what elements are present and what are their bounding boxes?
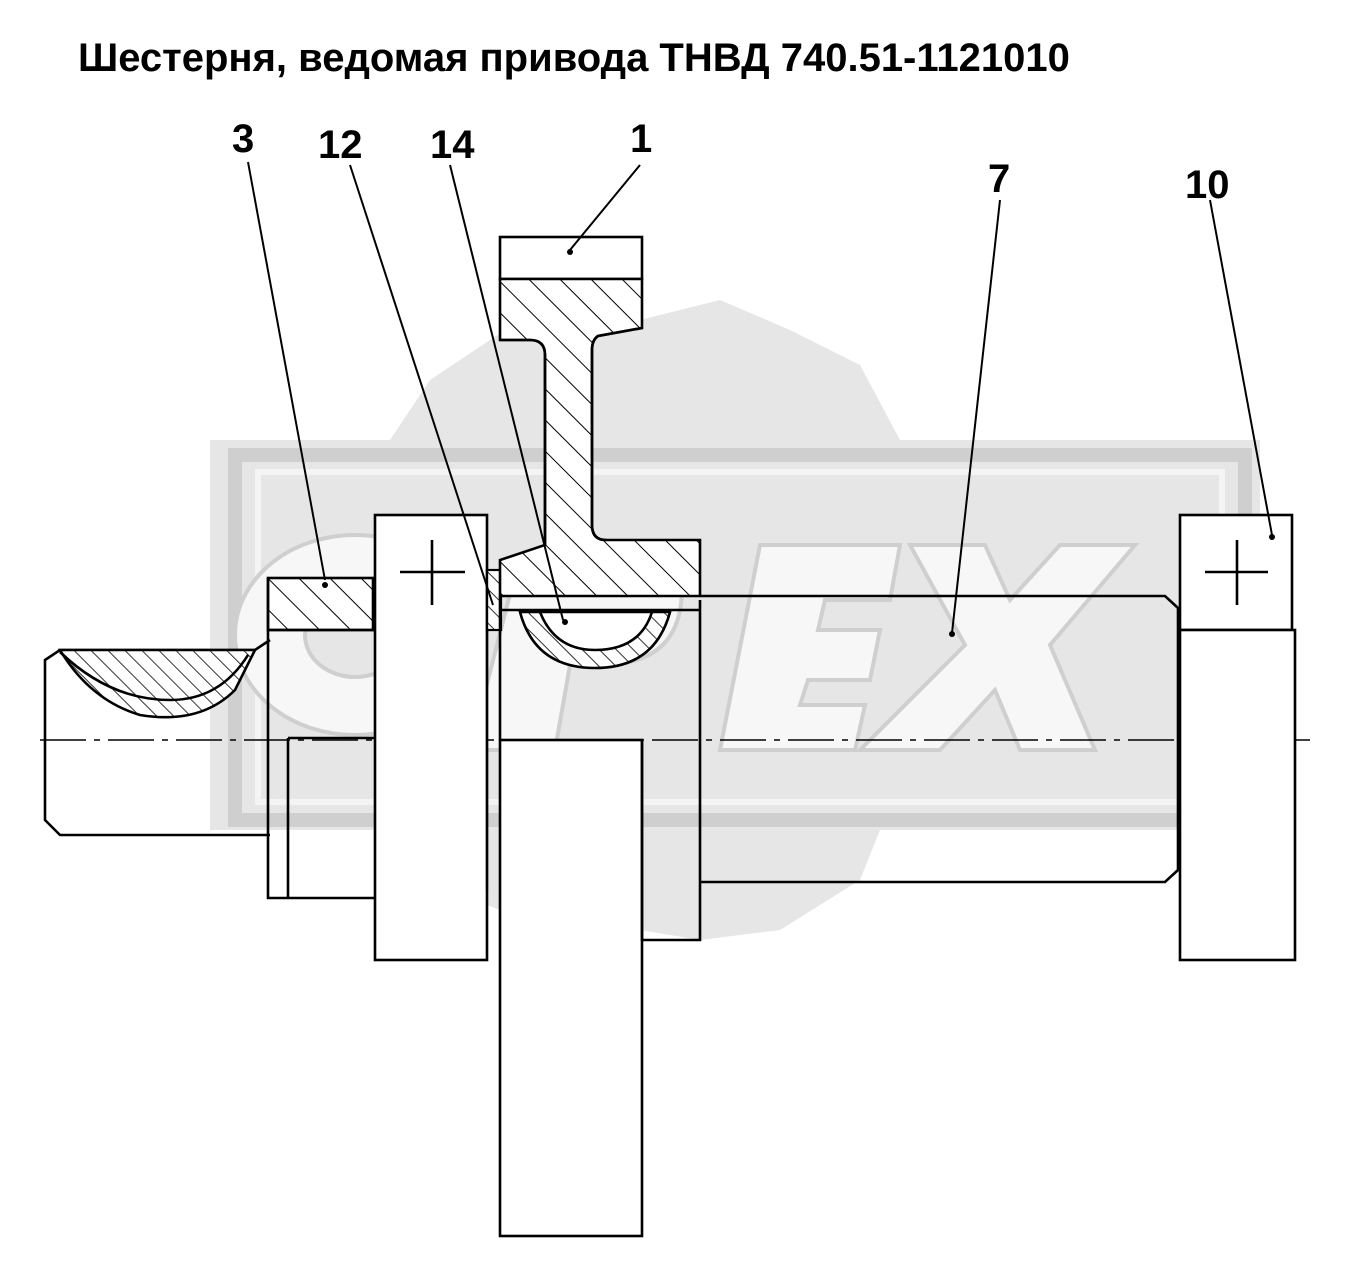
leader-10 xyxy=(1209,199,1273,536)
leader-lines xyxy=(247,161,1273,634)
callout-10: 10 xyxy=(1185,163,1230,207)
gear-rim-top xyxy=(498,235,644,281)
shaft-left-end xyxy=(43,638,271,837)
part-7-shaft xyxy=(700,594,1180,884)
leader-12 xyxy=(349,164,494,606)
leader-3 xyxy=(247,161,326,581)
left-bearing-block xyxy=(373,513,489,962)
callout-3: 3 xyxy=(232,117,254,161)
gear-rim-bottom xyxy=(498,738,644,1238)
page-title: Шестерня, ведомая привода ТНВД 740.51-11… xyxy=(78,36,1070,80)
shaft-keyway-section xyxy=(57,648,258,719)
part-14-ball xyxy=(518,610,672,670)
callout-12: 12 xyxy=(318,123,363,167)
callout-14: 14 xyxy=(430,123,475,167)
part-10-bearing-block xyxy=(1178,513,1297,962)
callout-1: 1 xyxy=(630,117,652,161)
leader-dots xyxy=(322,249,1275,637)
part-3-hatched-section xyxy=(266,576,375,632)
leader-1 xyxy=(569,164,641,251)
leader-7 xyxy=(951,199,1001,634)
part-1-gear xyxy=(498,235,702,1238)
callout-7: 7 xyxy=(988,157,1010,201)
leader-14 xyxy=(449,164,564,621)
part-3-flange xyxy=(266,576,375,900)
